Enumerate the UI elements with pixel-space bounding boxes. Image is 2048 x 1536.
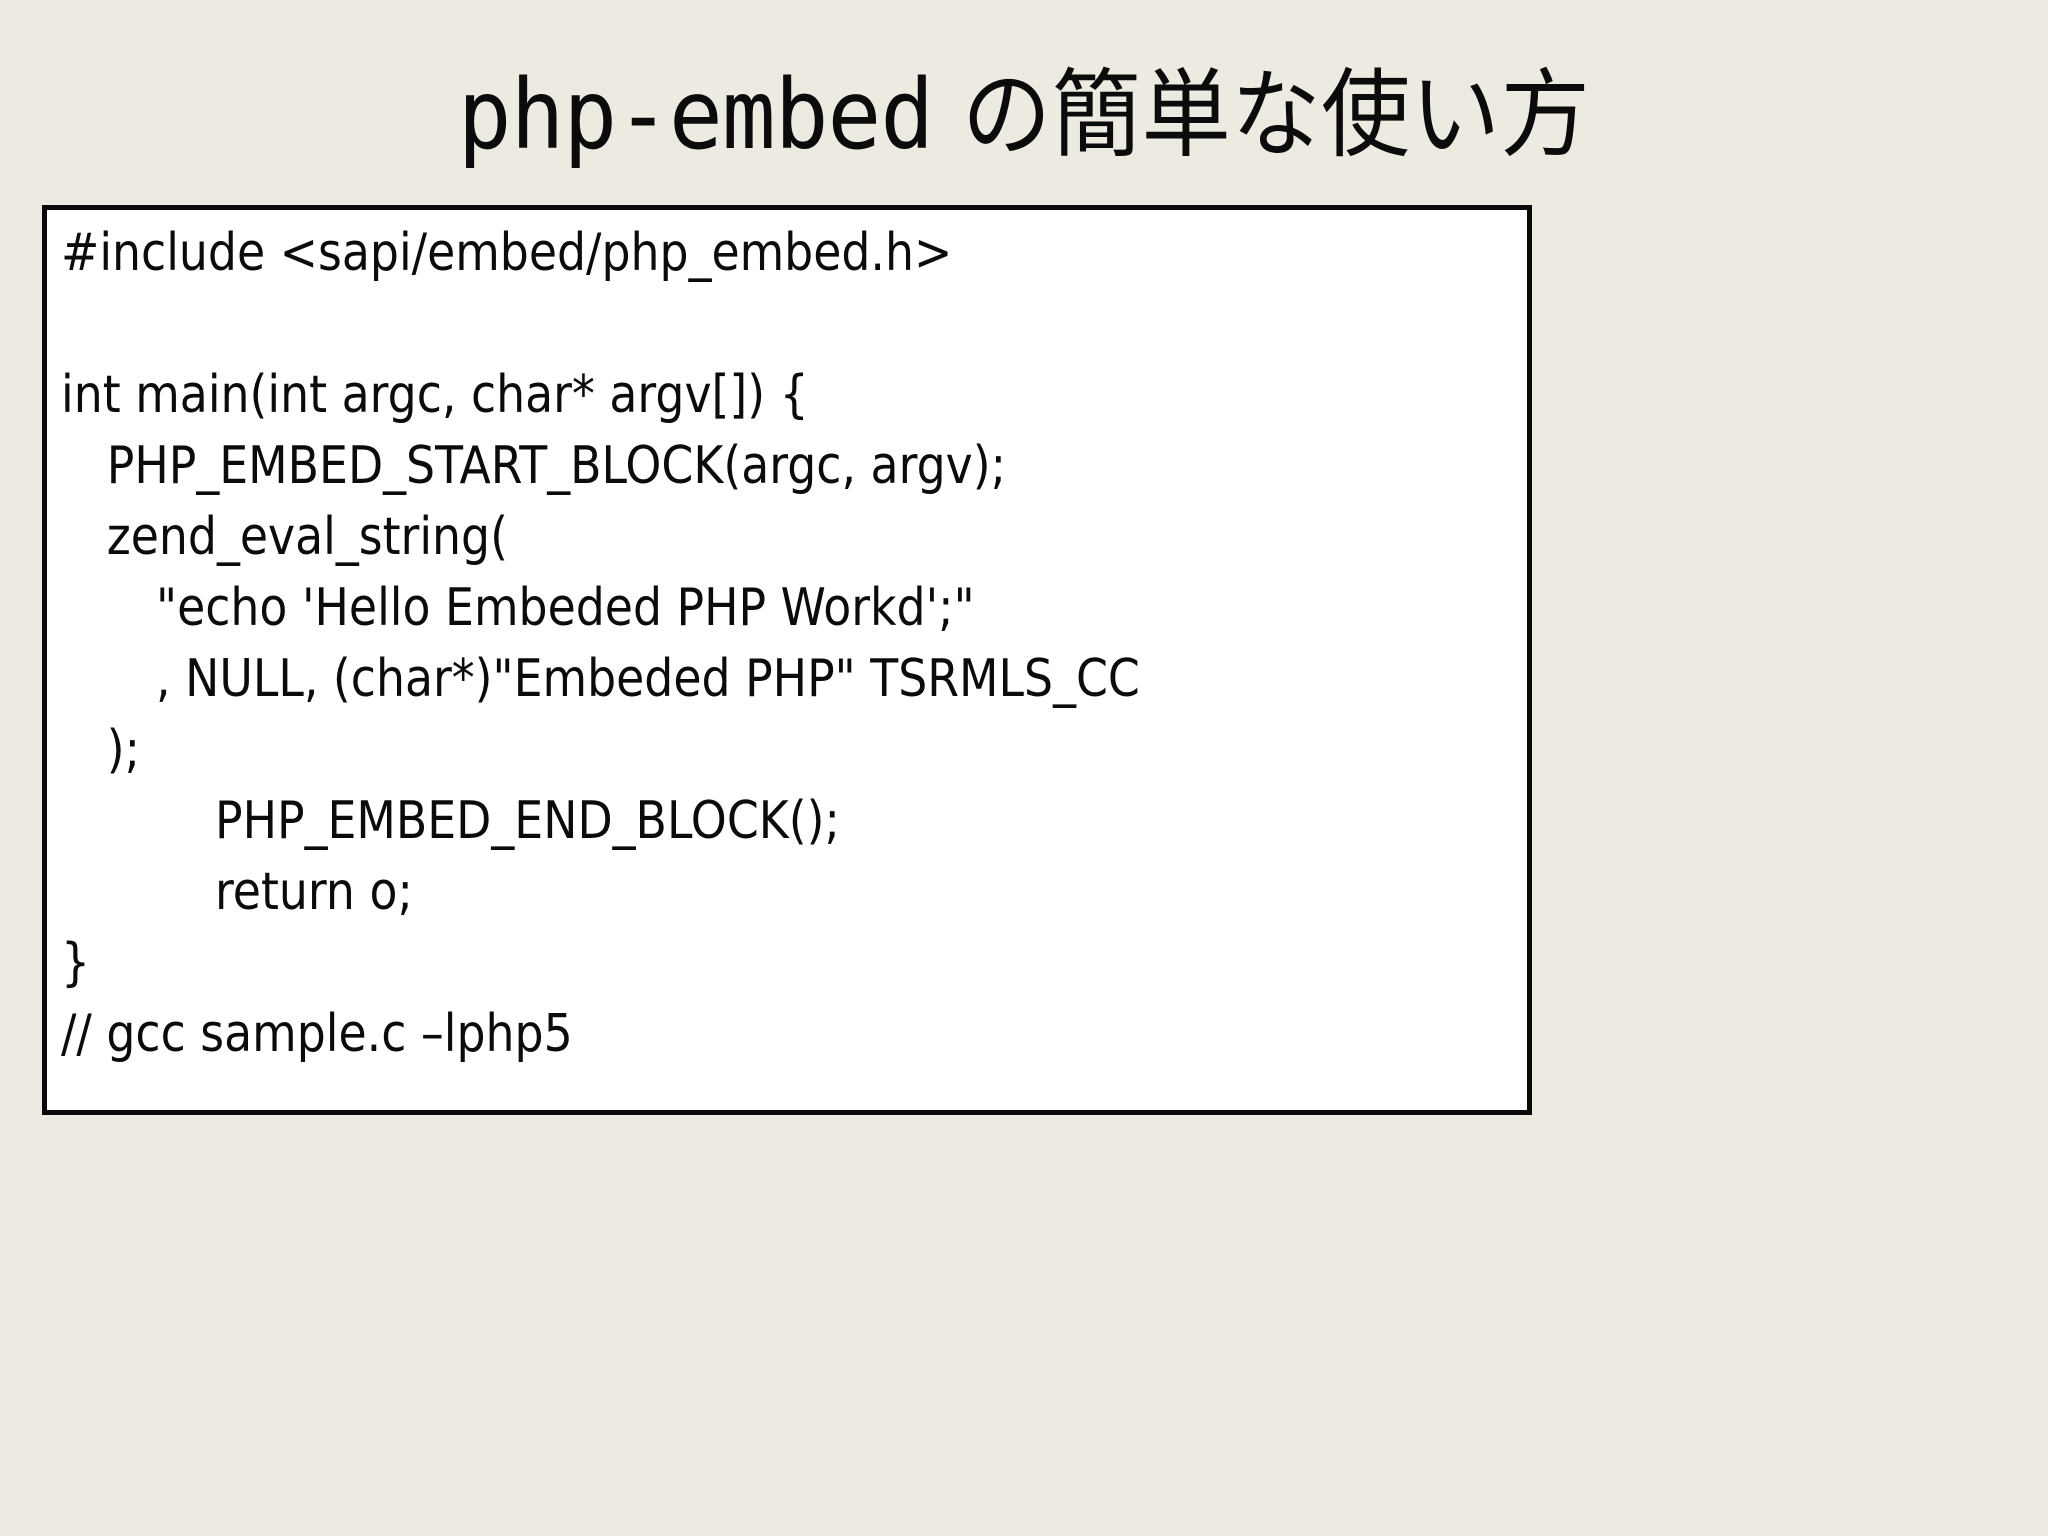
code-line: zend_eval_string(: [106, 507, 508, 567]
code-line: // gcc sample.c –lphp5: [61, 1004, 573, 1064]
page-title-cjk-segment: の簡単な使い方: [933, 59, 1591, 171]
code-line: return o;: [215, 862, 413, 922]
code-line: }: [61, 933, 91, 993]
code-line: "echo 'Hello Embeded PHP Workd';": [156, 578, 975, 638]
code-line: #include <sapi/embed/php_embed.h>: [61, 223, 953, 283]
page-title-mono-segment: php-embed: [457, 59, 934, 171]
code-line: );: [106, 720, 141, 780]
code-line-blank: [61, 289, 1349, 360]
code-line: int main(int argc, char* argv[]) {: [61, 365, 809, 425]
code-line: PHP_EMBED_END_BLOCK();: [215, 791, 840, 851]
code-line: PHP_EMBED_START_BLOCK(argc, argv);: [106, 436, 1006, 496]
code-line: , NULL, (char*)"Embeded PHP" TSRMLS_CC: [156, 649, 1140, 709]
page-title: php-embed の簡単な使い方: [72, 60, 1977, 170]
code-line-list: #include <sapi/embed/php_embed.h>int mai…: [61, 218, 1525, 1070]
code-snippet-box: #include <sapi/embed/php_embed.h>int mai…: [42, 205, 1532, 1115]
